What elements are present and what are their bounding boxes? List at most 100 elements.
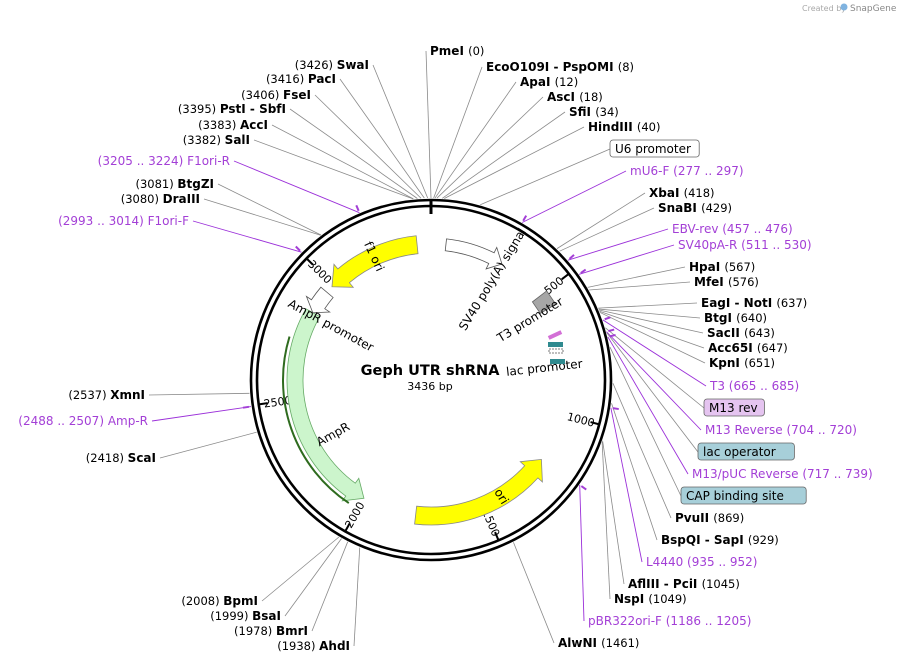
site-psti[interactable]: (3395) PstI - SbfI — [178, 102, 286, 116]
site-nspi[interactable]: NspI (1049) — [614, 592, 687, 606]
site-label[interactable]: (1978) BmrI — [234, 624, 308, 638]
primer-f1ori-r[interactable]: (3205 .. 3224) F1ori-R — [98, 154, 230, 168]
site-label[interactable]: (3080) DraIII — [121, 192, 200, 206]
primer-pbr322ori-f[interactable]: pBR322ori-F (1186 .. 1205) — [588, 614, 751, 628]
gray-feature-block[interactable] — [531, 290, 557, 314]
site-apai[interactable]: ApaI (12) — [520, 75, 578, 89]
site-label[interactable]: HindIII (40) — [588, 120, 660, 134]
site-bmri[interactable]: (1978) BmrI — [234, 624, 308, 638]
site-hpai[interactable]: HpaI (567) — [689, 260, 755, 274]
cap-binding-mark[interactable] — [550, 359, 565, 364]
site-label[interactable]: EcoO109I - PspOMI (8) — [486, 60, 634, 74]
site-swai[interactable]: (3426) SwaI — [295, 58, 369, 72]
site-label[interactable]: (1999) BsaI — [210, 609, 281, 623]
site-acci[interactable]: (3383) AccI — [198, 118, 268, 132]
lac-operator-boxed-label-box[interactable] — [697, 442, 795, 461]
primer-label[interactable]: L4440 (935 .. 952) — [646, 555, 757, 569]
site-pvuii[interactable]: PvuII (869) — [675, 511, 744, 525]
site-label[interactable]: BtgI (640) — [704, 311, 767, 325]
primer-label[interactable]: EBV-rev (457 .. 476) — [672, 222, 793, 236]
primer-label[interactable]: SV40pA-R (511 .. 530) — [678, 238, 812, 252]
site-label[interactable]: (3395) PstI - SbfI — [178, 102, 286, 116]
primer-mu6-f[interactable]: mU6-F (277 .. 297) — [630, 164, 744, 178]
site-fsei[interactable]: (3406) FseI — [241, 88, 311, 102]
site-paci[interactable]: (3416) PacI — [266, 72, 336, 86]
sv40-polya-feature[interactable] — [444, 238, 503, 270]
ampr-feature[interactable] — [286, 308, 365, 502]
site-label[interactable]: AflIII - PciI (1045) — [628, 577, 740, 591]
site-afliii[interactable]: AflIII - PciI (1045) — [628, 577, 740, 591]
lac-operator-boxed-label[interactable]: lac operator — [697, 442, 795, 461]
lac-operator-mark[interactable] — [548, 342, 563, 347]
primer-l4440[interactable]: L4440 (935 .. 952) — [646, 555, 757, 569]
primer-label[interactable]: T3 (665 .. 685) — [709, 379, 799, 393]
cap-binding-boxed-label[interactable]: CAP binding site — [680, 486, 807, 505]
site-asci[interactable]: AscI (18) — [547, 90, 603, 104]
site-label[interactable]: NspI (1049) — [614, 592, 687, 606]
site-hindiii[interactable]: HindIII (40) — [588, 120, 660, 134]
primer-label[interactable]: (2488 .. 2507) Amp-R — [18, 414, 148, 428]
site-label[interactable]: SnaBI (429) — [658, 201, 732, 215]
site-label[interactable]: (3382) SalI — [183, 133, 250, 147]
site-label[interactable]: SfiI (34) — [569, 105, 619, 119]
u6-promoter-boxed-label[interactable]: U6 promoter — [609, 139, 700, 158]
site-label[interactable]: (3406) FseI — [241, 88, 311, 102]
site-label[interactable]: (2537) XmnI — [68, 388, 145, 402]
primer-label[interactable]: pBR322ori-F (1186 .. 1205) — [588, 614, 751, 628]
primer-ebv-rev[interactable]: EBV-rev (457 .. 476) — [672, 222, 793, 236]
site-label[interactable]: PvuII (869) — [675, 511, 744, 525]
primer-label[interactable]: M13 Reverse (704 .. 720) — [705, 423, 857, 437]
site-ahdi[interactable]: (1938) AhdI — [277, 639, 350, 653]
primer-sv40pa-r[interactable]: SV40pA-R (511 .. 530) — [678, 238, 812, 252]
primer-label[interactable]: mU6-F (277 .. 297) — [630, 164, 744, 178]
site-acc65i[interactable]: Acc65I (647) — [708, 341, 788, 355]
primer-label[interactable]: (2993 .. 3014) F1ori-F — [58, 214, 189, 228]
t3-promoter-mark[interactable] — [548, 348, 564, 354]
primer-m13-puc-reverse[interactable]: M13/pUC Reverse (717 .. 739) — [692, 467, 873, 481]
site-btgi[interactable]: BtgI (640) — [704, 311, 767, 325]
cap-binding-boxed-label-box[interactable] — [680, 486, 807, 505]
site-label[interactable]: AlwNI (1461) — [558, 636, 639, 650]
site-label[interactable]: AscI (18) — [547, 90, 603, 104]
ampr-promoter-feature[interactable] — [305, 286, 334, 314]
site-btgzi[interactable]: (3081) BtgZI — [135, 177, 214, 191]
site-label[interactable]: (3416) PacI — [266, 72, 336, 86]
site-eagi[interactable]: EagI - NotI (637) — [701, 296, 807, 310]
ori-feature[interactable] — [414, 458, 543, 526]
site-label[interactable]: Acc65I (647) — [708, 341, 788, 355]
primer-t3[interactable]: T3 (665 .. 685) — [709, 379, 799, 393]
primer-f1ori-f[interactable]: (2993 .. 3014) F1ori-F — [58, 214, 189, 228]
site-alwni[interactable]: AlwNI (1461) — [558, 636, 639, 650]
site-label[interactable]: (2008) BpmI — [181, 594, 258, 608]
m13-rev-boxed-label[interactable]: M13 rev — [703, 398, 765, 417]
site-bsai[interactable]: (1999) BsaI — [210, 609, 281, 623]
site-label[interactable]: (2418) ScaI — [86, 451, 156, 465]
site-snabi[interactable]: SnaBI (429) — [658, 201, 732, 215]
site-mfei[interactable]: MfeI (576) — [694, 275, 759, 289]
site-label[interactable]: (3081) BtgZI — [135, 177, 214, 191]
site-label[interactable]: (3383) AccI — [198, 118, 268, 132]
m13-rev-boxed-label-box[interactable] — [703, 398, 765, 417]
site-bpmi[interactable]: (2008) BpmI — [181, 594, 258, 608]
site-label[interactable]: KpnI (651) — [709, 356, 775, 370]
site-label[interactable]: XbaI (418) — [649, 186, 715, 200]
u6-promoter-boxed-label-box[interactable] — [609, 139, 700, 158]
site-label[interactable]: EagI - NotI (637) — [701, 296, 807, 310]
site-xbai[interactable]: XbaI (418) — [649, 186, 715, 200]
site-label[interactable]: BspQI - SapI (929) — [661, 533, 779, 547]
primer-amp-r[interactable]: (2488 .. 2507) Amp-R — [18, 414, 148, 428]
site-label[interactable]: HpaI (567) — [689, 260, 755, 274]
site-label[interactable]: PmeI (0) — [430, 44, 484, 58]
site-draiii[interactable]: (3080) DraIII — [121, 192, 200, 206]
site-kpni[interactable]: KpnI (651) — [709, 356, 775, 370]
site-xmni[interactable]: (2537) XmnI — [68, 388, 145, 402]
site-scai[interactable]: (2418) ScaI — [86, 451, 156, 465]
site-bspqi[interactable]: BspQI - SapI (929) — [661, 533, 779, 547]
site-ecoo109i[interactable]: EcoO109I - PspOMI (8) — [486, 60, 634, 74]
site-label[interactable]: SacII (643) — [707, 326, 775, 340]
site-label[interactable]: (1938) AhdI — [277, 639, 350, 653]
site-label[interactable]: ApaI (12) — [520, 75, 578, 89]
site-sali[interactable]: (3382) SalI — [183, 133, 250, 147]
site-sacii[interactable]: SacII (643) — [707, 326, 775, 340]
primer-m13-reverse[interactable]: M13 Reverse (704 .. 720) — [705, 423, 857, 437]
